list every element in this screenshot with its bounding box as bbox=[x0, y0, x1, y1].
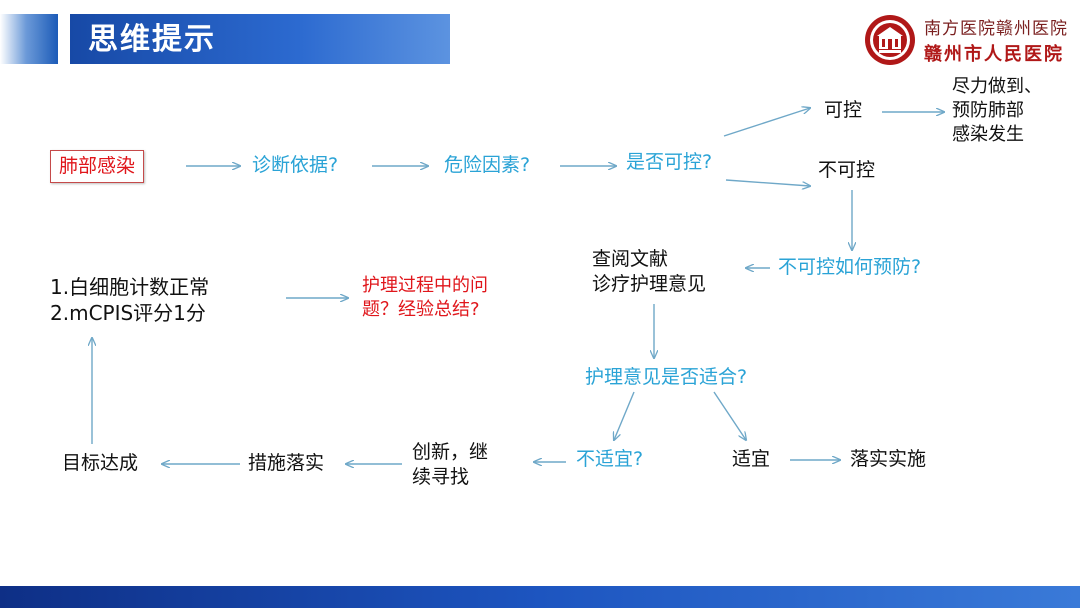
node-controllable: 可控 bbox=[824, 99, 863, 121]
node-risk-factors: 危险因素? bbox=[444, 154, 531, 176]
footer-bar bbox=[0, 586, 1080, 608]
prevent-line-1: 尽力做到、 bbox=[952, 76, 1042, 97]
arrow-q-to-controllable bbox=[723, 108, 810, 137]
prevent-line-3: 感染发生 bbox=[952, 124, 1024, 145]
node-lung-infection: 肺部感染 bbox=[50, 150, 145, 183]
node-uncontrollable: 不可控 bbox=[818, 159, 876, 181]
arrow-q-to-not-suitable bbox=[614, 391, 635, 440]
hospital-name-line2: 赣州市人民医院 bbox=[924, 44, 1064, 65]
innovate-line-1: 创新，继 bbox=[412, 441, 489, 463]
prevent-line-2: 预防肺部 bbox=[952, 100, 1024, 121]
node-results: 1.白细胞计数正常 2.mCPIS评分1分 bbox=[50, 274, 209, 326]
node-how-to-prevent: 不可控如何预防? bbox=[778, 256, 922, 278]
node-summary: 护理过程中的问 题？经验总结? bbox=[362, 274, 488, 322]
summary-line-2: 题？经验总结? bbox=[362, 299, 480, 320]
node-diagnosis-basis: 诊断依据? bbox=[252, 154, 339, 176]
node-suitable: 适宜 bbox=[732, 448, 771, 470]
literature-line-2: 诊疗护理意见 bbox=[592, 273, 707, 295]
node-controllable-question: 是否可控? bbox=[626, 151, 713, 173]
node-goal-achieved: 目标达成 bbox=[62, 452, 139, 474]
literature-line-1: 查阅文献 bbox=[592, 248, 669, 270]
title-bar-accent bbox=[0, 14, 58, 64]
result-line-1: 1.白细胞计数正常 bbox=[50, 275, 210, 299]
arrow-q-to-suitable bbox=[713, 391, 746, 440]
title-bar bbox=[70, 14, 450, 64]
node-innovate: 创新，继 续寻找 bbox=[412, 440, 488, 490]
page-title: 思维提示 bbox=[88, 22, 216, 57]
node-not-suitable: 不适宜? bbox=[576, 448, 644, 470]
node-review-literature: 查阅文献 诊疗护理意见 bbox=[592, 247, 706, 297]
summary-line-1: 护理过程中的问 bbox=[362, 275, 488, 296]
arrow-q-to-uncontrollable bbox=[725, 179, 810, 186]
innovate-line-2: 续寻找 bbox=[412, 466, 470, 488]
node-measures: 措施落实 bbox=[248, 452, 325, 474]
hospital-name-line1: 南方医院赣州医院 bbox=[924, 19, 1068, 39]
node-suitable-question: 护理意见是否适合? bbox=[585, 366, 748, 388]
node-implement: 落实实施 bbox=[850, 448, 927, 470]
node-prevent-infection: 尽力做到、 预防肺部 感染发生 bbox=[952, 75, 1042, 147]
result-line-2: 2.mCPIS评分1分 bbox=[50, 301, 206, 325]
hospital-seal-icon bbox=[865, 15, 915, 65]
